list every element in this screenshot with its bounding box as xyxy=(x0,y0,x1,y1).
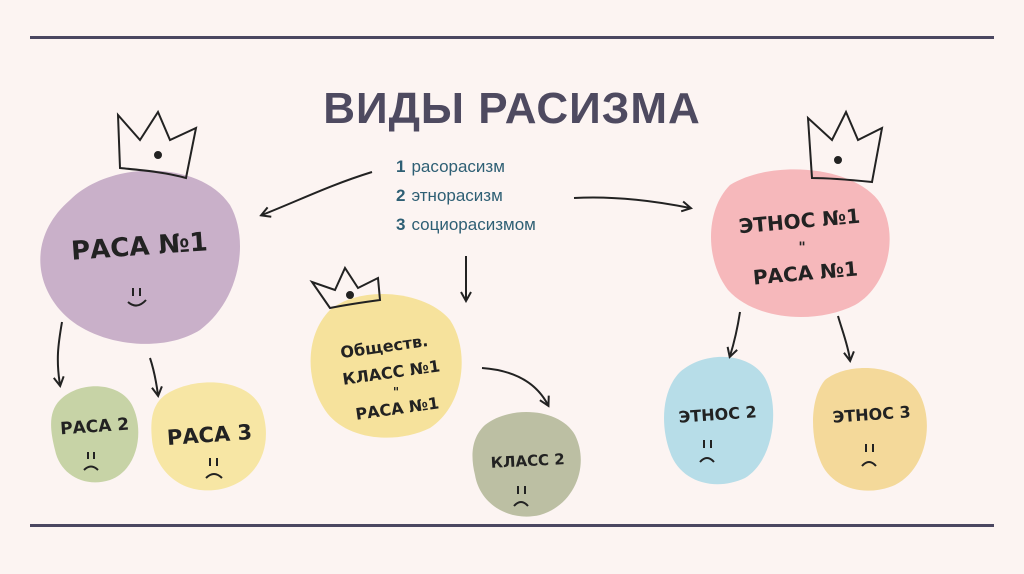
arrow-to-ethnos3 xyxy=(837,315,850,360)
smile-face-icon xyxy=(127,288,147,307)
list-item: 1 расорасизм xyxy=(396,152,536,181)
sad-face-icon xyxy=(513,486,529,507)
race2-label: РАСА 2 xyxy=(60,415,130,440)
list-item-label: этнорасизм xyxy=(411,186,503,205)
list-item-number: 1 xyxy=(396,157,406,176)
bottom-divider xyxy=(30,524,994,527)
arrow-to-ethnos2 xyxy=(730,311,741,356)
sad-face-icon xyxy=(861,444,877,467)
list-item: 3 социорасизмом xyxy=(396,210,536,239)
list-item-label: социорасизмом xyxy=(411,215,536,234)
race3-label: РАСА 3 xyxy=(166,420,253,450)
arrow-to-race3 xyxy=(149,357,158,395)
race1-blob xyxy=(40,170,240,344)
list-item: 2 этнорасизм xyxy=(396,181,536,210)
class2-blob xyxy=(472,412,581,517)
crown-icon xyxy=(116,109,198,180)
arrow-to-class2 xyxy=(481,367,548,405)
top-divider xyxy=(30,36,994,39)
ethnos2-blob xyxy=(664,356,774,485)
ethnos1-label-line2: " xyxy=(798,240,805,256)
class2-label: КЛАСС 2 xyxy=(490,450,565,472)
arrow-to-ethnos1 xyxy=(573,196,690,208)
slide-title: ВИДЫ РАСИЗМА xyxy=(323,84,701,133)
arrow-to-race2 xyxy=(58,321,62,385)
class1-blob xyxy=(310,293,462,438)
racism-types-list: 1 расорасизм 2 этнорасизм 3 социорасизмом xyxy=(396,152,536,239)
race3-blob xyxy=(151,382,266,491)
list-item-number: 3 xyxy=(396,215,406,234)
ethnos1-blob xyxy=(710,169,890,317)
sad-face-icon xyxy=(83,452,99,471)
class1-label-line3: " xyxy=(393,385,399,399)
arrow-to-race1 xyxy=(262,171,373,215)
list-item-number: 2 xyxy=(396,186,406,205)
list-item-label: расорасизм xyxy=(411,157,505,176)
sad-face-icon xyxy=(699,440,715,463)
race2-blob xyxy=(51,386,139,483)
ethnos3-blob xyxy=(813,368,927,491)
crown-icon xyxy=(806,109,884,184)
crown-icon xyxy=(309,265,382,310)
sad-face-icon xyxy=(205,458,223,479)
